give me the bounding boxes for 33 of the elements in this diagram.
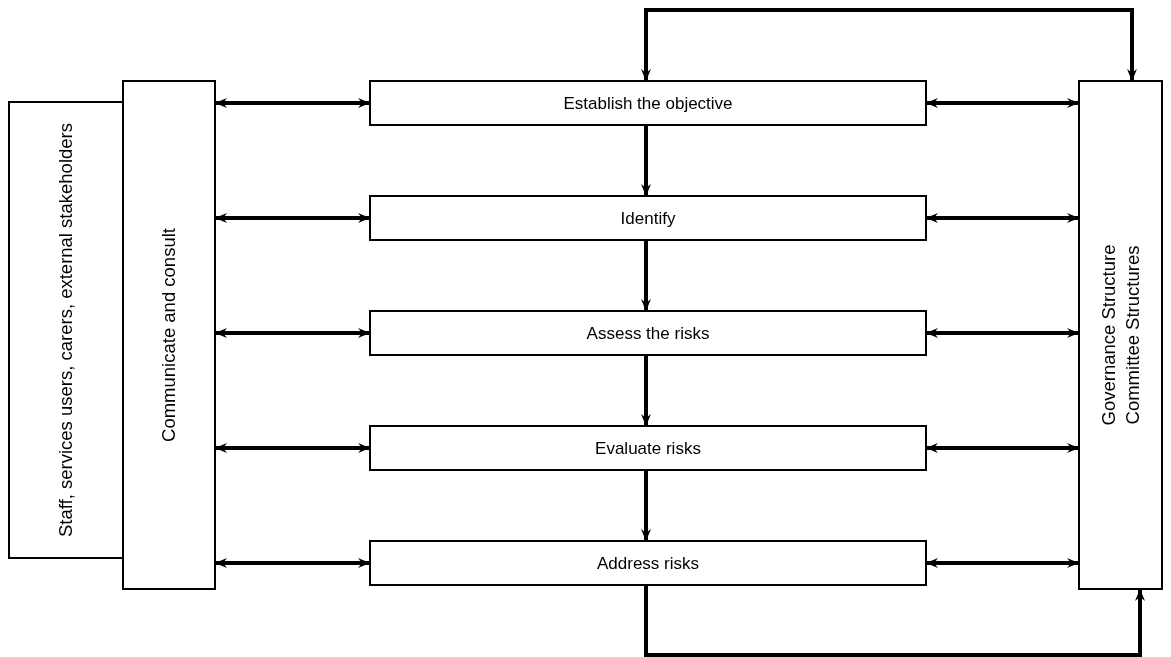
arrow [641, 471, 651, 541]
box-label: Governance Structure [1096, 243, 1120, 428]
process-box [369, 425, 927, 471]
arrow [215, 443, 370, 453]
arrow [641, 356, 651, 426]
arrow [926, 328, 1079, 338]
process-box [369, 195, 927, 241]
arrow [926, 443, 1079, 453]
vertical-panel [8, 101, 124, 559]
box-label: Staff, services users, carers, external stakeholders [54, 122, 77, 539]
arrow [215, 213, 370, 223]
vertical-panel [122, 80, 216, 590]
feedback-arrow [644, 586, 1145, 657]
process-box [369, 80, 927, 126]
arrow [215, 558, 370, 568]
arrow [641, 126, 651, 196]
box-label: Committee Structures [1120, 244, 1144, 427]
box-label: Communicate and consult [157, 227, 180, 444]
arrow [926, 213, 1079, 223]
vertical-panel [1078, 80, 1163, 590]
process-box [369, 540, 927, 586]
arrow [215, 98, 370, 108]
arrow [926, 98, 1079, 108]
box-label: Address risks [596, 552, 700, 574]
box-label: Assess the risks [585, 322, 711, 344]
arrow [926, 558, 1079, 568]
box-label: Evaluate risks [594, 437, 702, 459]
process-box [369, 310, 927, 356]
feedback-arrow [641, 8, 1137, 81]
box-label: Identify [619, 207, 677, 229]
box-label: Establish the objective [562, 92, 734, 114]
arrow [641, 241, 651, 311]
arrow [215, 328, 370, 338]
